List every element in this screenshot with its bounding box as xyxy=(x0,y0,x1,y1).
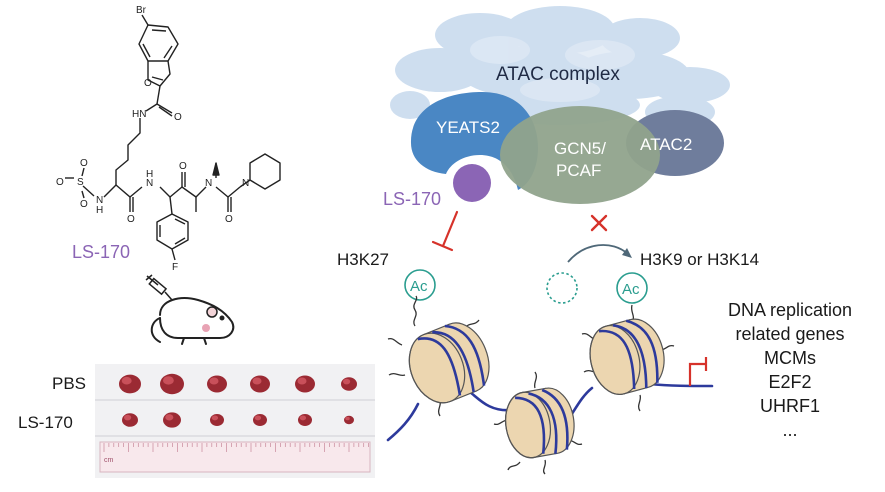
atom-hn: HN xyxy=(132,109,146,120)
atom-o-sulfonyl-1: O xyxy=(80,158,88,169)
genes-line-2: related genes xyxy=(735,324,845,344)
tumor-sample xyxy=(163,412,181,428)
syringe-icon xyxy=(145,274,173,301)
atom-h-1: H xyxy=(96,205,103,216)
atom-o-amide-2: O xyxy=(127,214,135,225)
tumor-sample-highlight xyxy=(297,377,307,385)
acetylation-arrowhead xyxy=(622,248,632,258)
acetyl-mark-h3k27 xyxy=(404,269,436,301)
tumor-sample-highlight xyxy=(211,415,219,421)
gcn5-label-line2: PCAF xyxy=(556,161,601,180)
atom-s: S xyxy=(77,177,84,188)
tumor-sample-highlight xyxy=(252,377,262,385)
atom-o-sulfonyl-2: O xyxy=(56,177,64,188)
ruler-unit-label: cm xyxy=(104,457,114,464)
h3k27-label: H3K27 xyxy=(337,250,389,269)
atom-o-furan: O xyxy=(144,78,152,89)
tumor-sample xyxy=(160,373,184,395)
tumor-sample-highlight xyxy=(299,415,307,421)
genes-line-6: ... xyxy=(782,420,798,440)
tumor-sample xyxy=(344,415,354,425)
atac-complex-title: ATAC complex xyxy=(496,64,620,85)
pbs-row-label: PBS xyxy=(52,374,86,393)
genes-line-5: UHRF1 xyxy=(759,396,820,416)
genes-line-4: E2F2 xyxy=(768,372,812,392)
tumor-sample xyxy=(122,413,138,427)
atom-o-sulfonyl-3: O xyxy=(80,199,88,210)
gcn5-pcaf-subunit xyxy=(500,106,660,204)
tumor-sample xyxy=(298,414,312,426)
atom-nh-1: N xyxy=(96,195,103,206)
acetyl-mark-h3k9 xyxy=(616,272,648,304)
nucleosome-3 xyxy=(589,318,665,395)
genes-line-3: MCMs xyxy=(764,348,816,368)
ls170-structure xyxy=(65,14,281,261)
inhibition-arrow xyxy=(431,210,459,252)
acetyl-label-2: Ac xyxy=(622,281,640,298)
tumor-sample xyxy=(341,377,357,391)
ls170-inhibitor-label: LS-170 xyxy=(383,189,441,209)
atom-n-piperidine: N xyxy=(242,178,249,189)
tumor-sample-highlight xyxy=(345,416,350,421)
tumor-sample-highlight xyxy=(163,376,174,385)
atom-o-amide: O xyxy=(174,112,182,123)
tumor-samples xyxy=(119,373,357,428)
ls170-atom-labels: Br O HN O O S O O N H O N H O N O N F xyxy=(56,5,249,273)
atom-o-amide-4: O xyxy=(225,214,233,225)
tumor-sample-highlight xyxy=(124,414,132,421)
h3k9-h3k14-label: H3K9 or H3K14 xyxy=(640,250,759,269)
atom-n-methyl: N xyxy=(205,178,212,189)
atac2-label: ATAC2 xyxy=(640,135,692,154)
atom-o-amide-3: O xyxy=(179,161,187,172)
atom-f: F xyxy=(172,262,178,273)
tumor-sample xyxy=(119,374,141,394)
ruler-ticks xyxy=(103,443,369,452)
tumor-sample xyxy=(253,414,267,426)
yeats2-label: YEATS2 xyxy=(436,118,500,137)
blocked-cross-icon xyxy=(590,214,608,232)
acetylation-arrow xyxy=(567,244,629,263)
tumor-sample xyxy=(250,375,270,393)
atom-br: Br xyxy=(136,5,147,16)
ls170-ligand xyxy=(453,164,491,202)
tumor-sample xyxy=(295,375,315,393)
tumor-sample-highlight xyxy=(209,377,219,385)
ls170-row-label: LS-170 xyxy=(18,413,73,432)
tumor-sample xyxy=(207,375,227,393)
atom-h-2: H xyxy=(146,169,153,180)
tumor-sample-highlight xyxy=(343,378,351,385)
tumor-sample xyxy=(210,414,224,426)
nucleosome-2 xyxy=(504,387,575,459)
genes-line-1: DNA replication xyxy=(727,300,853,320)
acetyl-mark-empty xyxy=(546,272,578,304)
mouse-icon xyxy=(150,297,235,345)
tumor-sample-highlight xyxy=(165,414,174,421)
atom-nh-2: N xyxy=(146,178,153,189)
tumor-sample-highlight xyxy=(254,415,262,421)
nucleosome-1 xyxy=(408,322,490,404)
atac-cloud-highlights xyxy=(470,36,635,102)
ls170-label-structure: LS-170 xyxy=(72,242,130,262)
tumor-sample-highlight xyxy=(121,376,132,385)
acetyl-label-1: Ac xyxy=(410,278,428,295)
target-genes-list: DNA replication related genes MCMs E2F2 … xyxy=(700,298,880,442)
transcription-start-icon xyxy=(688,357,708,386)
tumor-photo: cm xyxy=(95,364,375,478)
gcn5-label-line1: GCN5/ xyxy=(554,139,606,158)
